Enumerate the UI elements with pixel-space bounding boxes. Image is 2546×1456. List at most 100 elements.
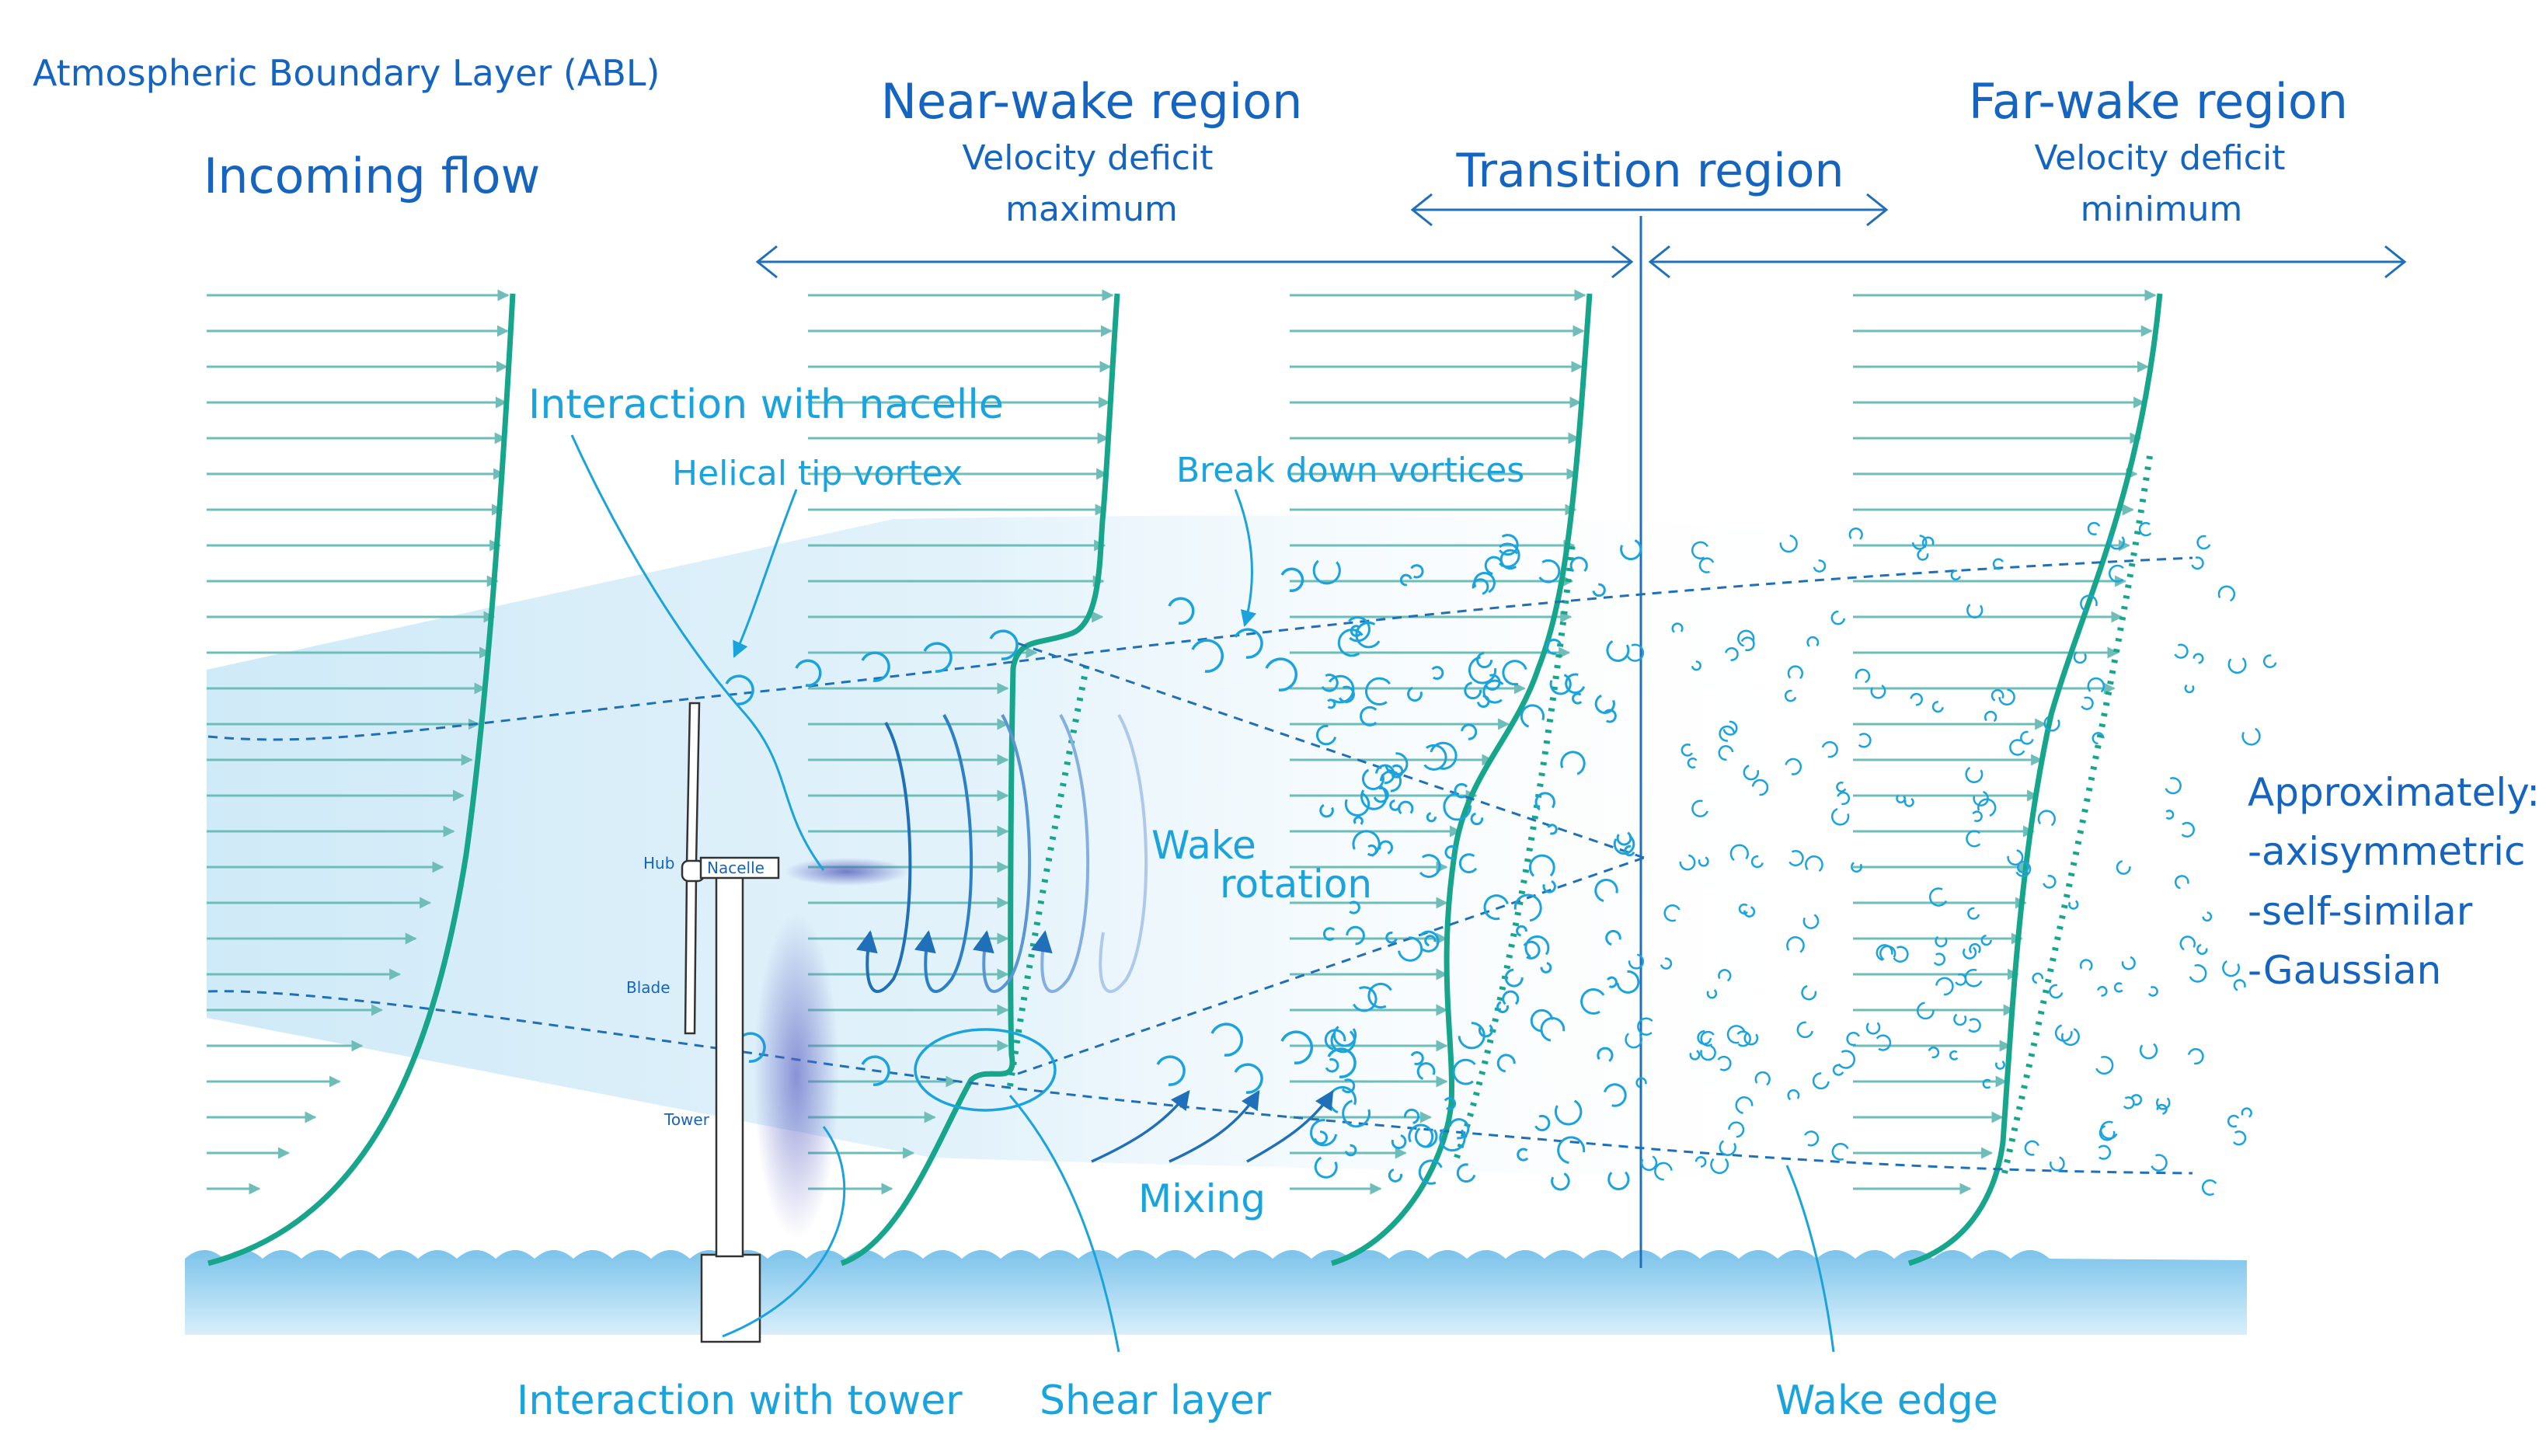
vortex-curl <box>1547 824 1558 835</box>
vortex-curl <box>2174 643 2189 659</box>
vortex-curl <box>1391 764 1404 779</box>
vortex-curl <box>1325 1058 1339 1073</box>
vortex-curl <box>1998 688 2015 706</box>
vortex-curl <box>1346 925 1365 946</box>
vortex-curl <box>2099 1120 2118 1140</box>
region-arrows <box>755 193 2407 279</box>
vortex-curl <box>1802 914 1820 929</box>
vortex-curl <box>1407 686 1423 702</box>
vortex-curl <box>1398 936 1423 962</box>
vortex-curl <box>1419 930 1440 953</box>
vortex-curl <box>1353 986 1377 1012</box>
vortex-curl <box>2222 960 2240 977</box>
vortex-curl <box>1458 1022 1485 1050</box>
vortex-curl <box>1328 674 1355 704</box>
vortex-curl <box>1534 792 1555 811</box>
vortex-curl <box>1594 694 1615 714</box>
vortex-curl <box>1534 1114 1551 1132</box>
approx-item-1: -axisymmetric <box>2248 829 2526 874</box>
vortex-curl <box>2201 1179 2217 1196</box>
vortex-curl <box>1404 1108 1420 1124</box>
vortex-curl <box>1448 1118 1470 1140</box>
vortex-curl <box>1324 1029 1346 1050</box>
vortex-curl <box>1879 945 1896 961</box>
vortex-curl <box>1950 570 1962 581</box>
sea-surface <box>185 1250 2247 1335</box>
vortex-curl <box>1310 1119 1338 1147</box>
vortex-curl <box>2175 875 2189 890</box>
vortex-curl <box>1691 660 1701 671</box>
vortex-curl <box>1830 808 1850 826</box>
vortex-curl <box>2116 860 2131 875</box>
vortex-curl <box>1540 962 1552 974</box>
vortex-curl <box>1338 685 1355 703</box>
vortex-curl <box>2241 727 2261 746</box>
vortex-curl <box>2095 1056 2114 1075</box>
vortex-curl <box>1737 629 1755 647</box>
vortex-curl <box>1786 936 1805 953</box>
vortex-curl <box>1410 1051 1424 1065</box>
wind-turbine <box>681 702 780 1343</box>
vortex-curl <box>2130 1094 2143 1106</box>
vortex-curl <box>1504 968 1524 988</box>
vortex-curl <box>2087 677 2105 693</box>
turbine-nacelle <box>699 856 780 880</box>
vortex-curl <box>1327 698 1336 709</box>
vortex-curl <box>1502 990 1520 1005</box>
vortex-curl <box>1410 564 1424 579</box>
vortex-curl <box>2227 1114 2240 1128</box>
vortex-curl <box>2165 810 2175 820</box>
vortex-curl <box>1499 549 1519 570</box>
vortex-curl <box>1399 573 1412 587</box>
vortex-curl <box>1337 629 1364 657</box>
vortex-curl <box>1858 733 1872 748</box>
vortex-curl <box>1604 709 1617 723</box>
vortex-curl <box>2233 979 2246 991</box>
vortex-curl <box>1754 1071 1771 1086</box>
near-wake-velocity-profile <box>840 293 1120 1266</box>
approx-title: Approximately: <box>2248 770 2540 815</box>
vortex-curl <box>1538 559 1561 583</box>
vortex-curl <box>2007 849 2024 866</box>
vortex-curl <box>2061 1028 2080 1047</box>
vortex-curl <box>1893 946 1909 963</box>
vortex-curl <box>1332 1026 1357 1047</box>
shear-layer-leader-line <box>1008 1095 1120 1353</box>
near-wake-dotted-profile <box>1007 660 1091 1087</box>
abl-label: Atmospheric Boundary Layer (ABL) <box>33 52 660 94</box>
vortex-curl <box>1660 957 1673 970</box>
vortex-curl <box>2043 875 2057 889</box>
vortex-curl <box>2080 594 2098 612</box>
vortex-curl <box>1625 1033 1643 1049</box>
vortex-curl <box>1831 1143 1849 1161</box>
vortex-curl <box>1963 946 1977 960</box>
leader-lines <box>570 434 1835 1353</box>
vortex-curl <box>1516 925 1527 937</box>
vortex-curl <box>1464 681 1482 700</box>
vortex-curl <box>1542 880 1556 893</box>
vortex-curl <box>1933 953 1946 966</box>
vortex-curl <box>1375 764 1395 785</box>
vortex-curl <box>1735 1096 1754 1114</box>
vortex-curl <box>1965 766 1984 783</box>
vortex-curl <box>1423 744 1447 771</box>
helical-tip-vortex-label: Helical tip vortex <box>672 454 963 493</box>
vortex-curl <box>1517 1148 1529 1162</box>
wake-rotation-label-2: rotation <box>1220 862 1372 907</box>
vortex-curl <box>1855 668 1871 684</box>
vortex-curl <box>1444 845 1458 860</box>
vortex-curl <box>2217 585 2236 602</box>
vortex-curl <box>2262 654 2277 668</box>
vortex-curl <box>1322 927 1336 941</box>
vortex-curl <box>2181 821 2195 838</box>
vortex-curl <box>1572 692 1583 705</box>
near-wake-converging-bottom <box>1017 856 1645 1075</box>
vortex-curl <box>1620 539 1642 561</box>
wake-rotation-loops <box>856 714 1148 993</box>
vortex-curl <box>1968 1018 1981 1033</box>
vortex-curl <box>1903 797 1914 807</box>
vortex-curl <box>1697 1030 1712 1045</box>
vortex-curl <box>2187 1048 2204 1065</box>
vortex-curl <box>1321 674 1339 692</box>
